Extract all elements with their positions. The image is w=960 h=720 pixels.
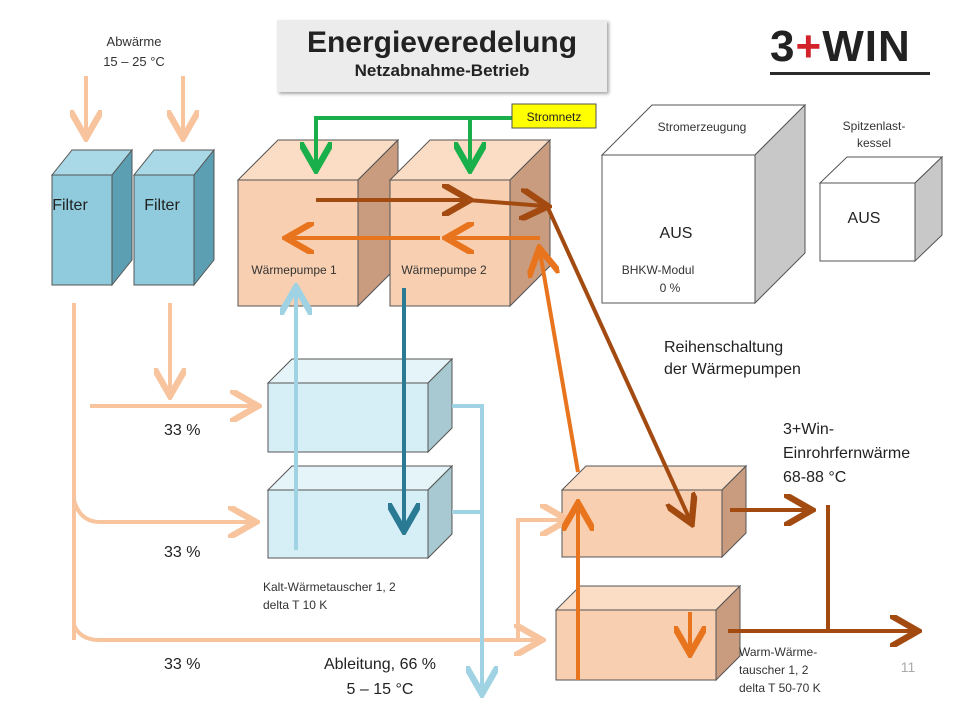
chp-percent: 0 % — [660, 281, 681, 295]
title-box: Energieveredelung Netzabnahme-Betrieb — [277, 20, 607, 92]
diagram-subtitle: Netzabnahme-Betrieb — [354, 61, 530, 80]
return-flows — [290, 238, 690, 680]
logo-underline — [770, 72, 930, 75]
split-label-1: 33 % — [164, 422, 200, 439]
warm-exchanger-box-1 — [560, 464, 748, 559]
peak-boiler-header-line2: kessel — [857, 136, 891, 150]
filter-box-1 — [50, 148, 134, 287]
outflow-label-line2: 5 – 15 °C — [347, 681, 414, 698]
split-arrow-3 — [72, 625, 538, 640]
split-label-2: 33 % — [164, 544, 200, 561]
peak-boiler-box — [818, 155, 944, 263]
heat-pump-label-2: Wärmepumpe 2 — [401, 263, 487, 277]
warm-exchanger-box-2 — [554, 584, 742, 682]
chp-module-box — [600, 103, 807, 305]
cold-flows — [296, 291, 482, 690]
series-label-line2: der Wärmepumpen — [664, 361, 801, 378]
grid-to-pump-1 — [316, 116, 512, 166]
source-flows — [74, 76, 564, 640]
series-label-line1: Reihenschaltung — [664, 339, 783, 356]
pump-series-arrow-2 — [467, 200, 544, 206]
district-heat-line2: Einrohrfernwärme — [783, 445, 910, 462]
outflow-label-line1: Ableitung, 66 % — [324, 656, 436, 673]
grid-label: Stromnetz — [527, 110, 582, 124]
power-gen-status: AUS — [660, 225, 693, 242]
district-heat-line1: 3+Win- — [783, 421, 834, 438]
peak-boiler-header-line1: Spitzenlast- — [843, 119, 906, 133]
outflow-arrow — [452, 404, 482, 690]
return-to-pump-2 — [540, 252, 580, 473]
source-label-line2: 15 – 25 °C — [103, 54, 165, 69]
district-heat-line3: 68-88 °C — [783, 469, 846, 486]
grid-label-box — [511, 103, 597, 129]
pump-to-exchanger-arrow — [546, 207, 690, 520]
source-label-line1: Abwärme — [107, 34, 162, 49]
warm-exchanger-label-line3: delta T 50-70 K — [739, 681, 821, 695]
filter-box-2 — [132, 148, 216, 287]
diagram-title: Energieveredelung — [306, 26, 578, 59]
warm-exchanger-label-line2: tauscher 1, 2 — [739, 663, 809, 677]
filter-label-2: Filter — [144, 197, 180, 214]
power-gen-header: Stromerzeugung — [658, 120, 747, 134]
chp-label: BHKW-Modul — [622, 263, 694, 277]
cold-exchanger-label-line2: delta T 10 K — [263, 598, 327, 612]
series-hot-flows — [316, 200, 914, 631]
peak-boiler-status: AUS — [848, 210, 881, 227]
split-arrow-2 — [72, 499, 252, 522]
warm-exchanger-label-line1: Warm-Wärme- — [739, 645, 817, 659]
heat-pump-label-1: Wärmepumpe 1 — [251, 263, 337, 277]
filter-label-1: Filter — [52, 197, 88, 214]
cold-exchanger-label-line1: Kalt-Wärmetauscher 1, 2 — [263, 580, 396, 594]
split-label-3: 33 % — [164, 656, 200, 673]
page-number: 11 — [901, 659, 916, 675]
warm-exchanger-feed — [516, 520, 564, 640]
company-logo: 3+WIN — [770, 22, 930, 75]
grid-flows — [316, 116, 512, 166]
logo-text: 3+WIN — [770, 22, 911, 71]
